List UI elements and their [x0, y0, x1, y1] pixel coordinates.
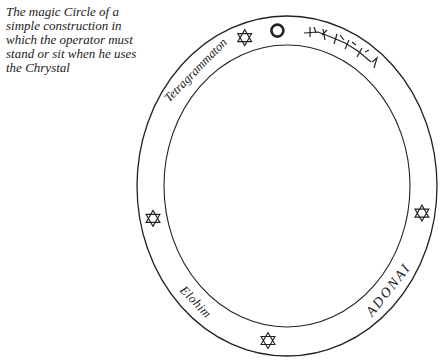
hexagram-star	[415, 205, 429, 221]
handwritten-note: The magic Circle of a simple constructio…	[6, 5, 151, 75]
inner-ring	[164, 45, 410, 327]
hexagram-star	[261, 333, 275, 349]
hexagram-star	[238, 30, 252, 46]
sun-circle	[271, 25, 283, 37]
outer-ring	[137, 16, 437, 356]
divine-name: Elohim	[177, 284, 213, 321]
sigil-glyph	[304, 27, 377, 68]
circle-outline	[136, 15, 438, 357]
hexagram-star	[146, 210, 160, 226]
divine-name: Tetragrammaton	[162, 36, 229, 105]
magic-circle: TetragrammatonADONAIElohim	[136, 15, 438, 357]
